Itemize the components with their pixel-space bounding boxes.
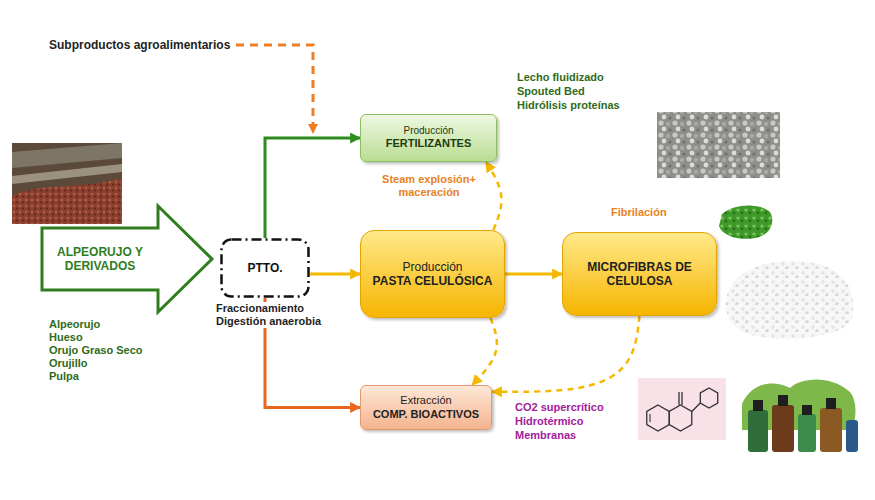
method-label: Membranas <box>514 429 577 442</box>
photo-beam <box>12 164 122 184</box>
connector <box>486 162 501 230</box>
double-bond <box>649 414 650 422</box>
process-label: Steam explosión+ maceración <box>373 173 485 199</box>
bond <box>692 403 701 412</box>
connector <box>472 318 497 385</box>
node-content: PTTO. <box>241 261 288 275</box>
bottle-cap <box>826 398 836 409</box>
node-content: ALPEORUJO Y DERIVADOS <box>46 230 154 288</box>
process-box: ProducciónPASTA CELULÓSICA <box>360 230 505 318</box>
carbonyl-bond <box>681 392 682 405</box>
fertilizer-granules-photo <box>657 112 780 178</box>
connector <box>310 273 360 276</box>
bottle <box>748 410 768 452</box>
material-item: Hueso <box>48 331 84 344</box>
process-label: Fibrilación <box>610 206 668 219</box>
node-text: COMP. BIOACTIVOS <box>373 408 479 421</box>
node-text: Extracción <box>373 394 479 407</box>
pyrone-ring <box>669 405 692 431</box>
photo-beam <box>12 143 122 168</box>
flavone-structure <box>638 378 726 440</box>
node-text: Producción <box>373 260 493 274</box>
node-content: MICROFIBRAS DE CELULOSA <box>563 260 716 289</box>
bottle <box>772 405 794 452</box>
method-label: CO2 supercrítico <box>514 401 605 414</box>
carbonyl-bond <box>678 392 679 405</box>
benzene-ring <box>647 405 670 431</box>
cellulose-crystals-photo <box>726 261 854 339</box>
dash-dot-rect <box>222 240 309 297</box>
dashed-input-arrow <box>236 45 313 133</box>
bottle-cap <box>778 395 788 406</box>
arrow-shape <box>42 206 212 312</box>
essential-oil-bottles <box>742 380 858 453</box>
phenyl-ring <box>700 388 717 408</box>
connector <box>505 273 562 276</box>
source-arrow: ALPEORUJO Y DERIVADOS <box>40 204 216 314</box>
node-content: ProducciónFERTILIZANTES <box>380 125 478 150</box>
bottle <box>820 408 842 452</box>
node-content: ExtracciónCOMP. BIOACTIVOS <box>367 394 485 420</box>
node-content: ProducciónPASTA CELULÓSICA <box>367 260 499 289</box>
node-text: FERTILIZANTES <box>386 137 472 150</box>
bottle-cap <box>802 405 812 415</box>
treatment-label: Digestión anaerobia <box>215 315 322 328</box>
material-item: Orujo Graso Seco <box>48 344 144 357</box>
node-text: PTTO. <box>247 261 282 275</box>
material-item: Pulpa <box>48 370 80 383</box>
node-text: MICROFIBRAS DE CELULOSA <box>569 260 710 289</box>
process-box: ExtracciónCOMP. BIOACTIVOS <box>360 385 492 430</box>
green-flakes-photo <box>719 205 772 238</box>
bottle-cap <box>753 400 763 411</box>
material-item: Alpeorujo <box>48 318 101 331</box>
treatment-label: Fraccionamiento <box>215 302 305 315</box>
bottle <box>846 420 858 452</box>
pomace-yard-photo <box>12 143 122 224</box>
photo-ground <box>12 143 122 224</box>
method-label: Hidrólisis proteínas <box>516 99 621 112</box>
process-box: ProducciónFERTILIZANTES <box>360 114 497 162</box>
bottle <box>798 414 816 452</box>
node-text: Producción <box>386 125 472 137</box>
node-text: ALPEORUJO Y DERIVADOS <box>46 245 154 274</box>
inflow-label: Subproductos agroalimentarios <box>48 38 231 52</box>
method-label: Lecho fluidizado <box>516 71 605 84</box>
photo-pile <box>12 178 122 224</box>
material-item: Orujillo <box>48 357 89 370</box>
treatment-box: PTTO. <box>220 238 310 298</box>
process-box: MICROFIBRAS DE CELULOSA <box>562 232 717 316</box>
method-label: Hidrotérmico <box>514 415 584 428</box>
method-label: Spouted Bed <box>516 85 586 98</box>
connector <box>492 316 640 392</box>
structure-ground <box>638 378 726 440</box>
connector <box>265 138 360 238</box>
node-text: PASTA CELULÓSICA <box>373 274 493 288</box>
